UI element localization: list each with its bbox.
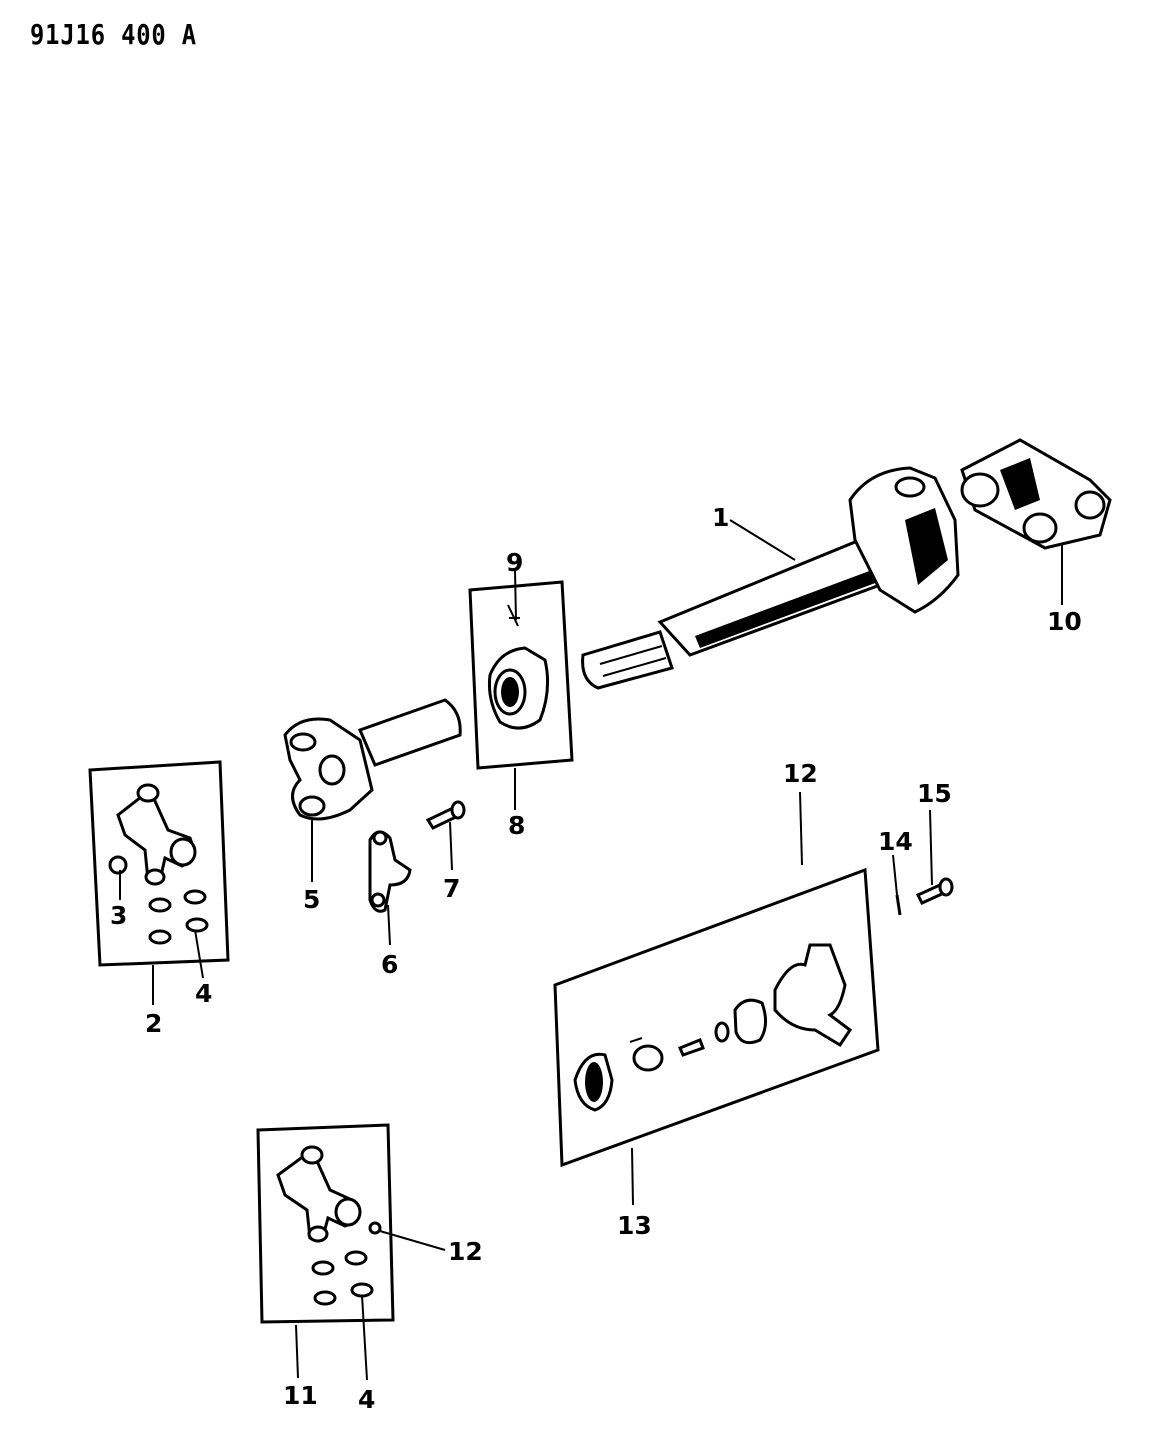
callout-6: 6 [381,950,398,979]
universal-joint-cross [108,783,209,945]
callout-8: 8 [508,811,525,840]
callout-14: 14 [878,827,913,856]
callout-7: 7 [443,874,460,903]
grease-fitting [895,894,902,916]
callout-1: 1 [712,503,729,532]
strap [368,830,412,913]
callout-11: 11 [283,1381,318,1410]
callout-9: 9 [506,548,523,577]
drawing-code: 91J16 400 A [30,18,197,51]
callout-12: 12 [783,759,818,788]
u-joint-kit-box [88,760,230,967]
callout-3: 3 [110,901,127,930]
propeller-shaft [581,466,960,690]
callout-5: 5 [303,885,320,914]
cv-joint-kit-box [553,867,880,1168]
callout-4: 4 [195,979,212,1008]
bolt [425,800,466,830]
callout-12-lower: 12 [448,1237,483,1266]
cv-joint-parts [573,943,853,1112]
seal-kit-box [468,580,574,770]
screw [915,877,954,905]
callout-labels: 1 2 3 4 5 6 7 8 9 10 11 12 12 4 13 14 15 [110,503,1082,1414]
universal-joint-cross-2 [276,1145,382,1306]
double-cardan-yoke [960,438,1112,550]
leader-lines [119,519,1063,1381]
slip-yoke [283,698,462,821]
callout-10: 10 [1047,607,1082,636]
callout-13: 13 [617,1211,652,1240]
callout-2: 2 [145,1009,162,1038]
callout-4-lower: 4 [358,1385,375,1414]
boot-seal [488,604,550,730]
u-joint-kit-box-2 [256,1123,395,1324]
callout-15: 15 [917,779,952,808]
